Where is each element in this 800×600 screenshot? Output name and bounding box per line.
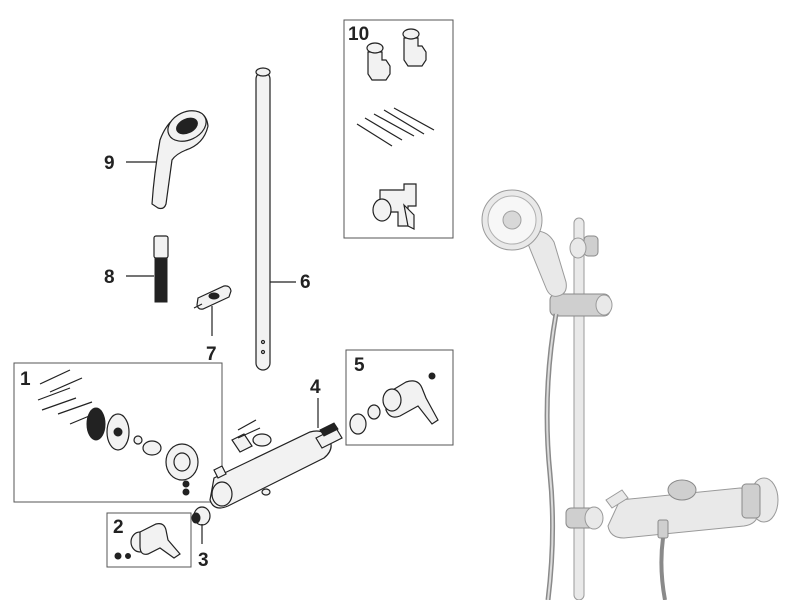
part-label-2: 2 <box>113 517 124 538</box>
kit-box-10 <box>343 19 454 239</box>
temperature-handle-kit <box>114 523 181 560</box>
kit-box-1 <box>13 362 223 503</box>
part-label-1: 1 <box>20 369 31 390</box>
mounting-plate <box>86 407 130 451</box>
screws-set-1 <box>37 369 95 425</box>
elbow-cover <box>165 443 199 496</box>
connector-olive <box>133 435 162 456</box>
kit-box-2 <box>106 512 192 568</box>
flexible-hose <box>153 235 169 303</box>
riser-rail <box>255 67 271 371</box>
cartridge-adaptor <box>191 506 211 526</box>
wall-bracket-pair <box>366 28 427 81</box>
part-label-7: 7 <box>206 344 217 365</box>
part-label-5: 5 <box>354 355 365 376</box>
thermostatic-cartridge <box>315 422 343 449</box>
part-numbers: 9 8 7 6 10 1 4 5 2 3 <box>20 24 369 571</box>
mixer-valve-body <box>209 419 332 509</box>
leader-lines <box>126 161 319 544</box>
kit-box-5 <box>345 349 454 446</box>
part-label-9: 9 <box>104 153 115 174</box>
hose-clip <box>193 285 232 310</box>
control-handle-kit <box>349 372 439 435</box>
assembled-shower-illustration <box>481 189 779 600</box>
screws-set-10 <box>356 107 435 147</box>
part-label-8: 8 <box>104 267 115 288</box>
slider-holder <box>372 183 417 230</box>
part-label-6: 6 <box>300 272 311 293</box>
shower-handset <box>151 110 209 210</box>
part-label-4: 4 <box>310 377 321 398</box>
part-label-3: 3 <box>198 550 209 571</box>
part-label-10: 10 <box>348 24 369 45</box>
